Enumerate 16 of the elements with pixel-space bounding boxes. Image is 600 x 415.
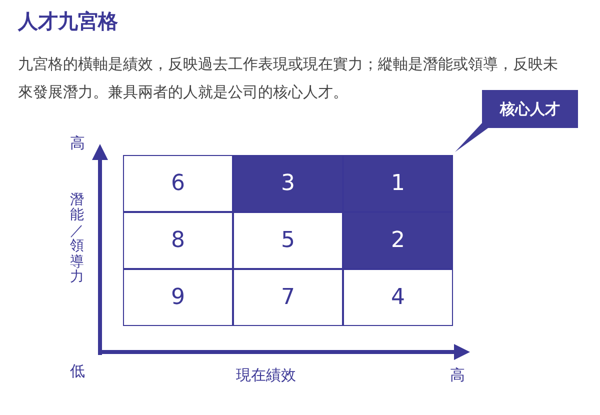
grid-cell: 9 [123,269,233,326]
grid-cell: 8 [123,212,233,269]
axis-title: 現在績效 [236,366,296,385]
axis-label: 高 [70,134,85,153]
callout-box: 核心人才 [482,90,578,128]
grid-cell: 4 [343,269,453,326]
grid-cell: 7 [233,269,343,326]
title: 人才九宮格 [18,8,118,35]
highlighted-grid-cell: 3 [233,155,343,212]
grid-cell: 5 [233,212,343,269]
axis-title: 潛能／領導力 [70,193,84,286]
grid-cell: 6 [123,155,233,212]
highlighted-grid-cell: 1 [343,155,453,212]
highlighted-grid-cell: 2 [343,212,453,269]
axis-label: 低 [70,362,85,381]
axis-label: 高 [450,366,465,385]
